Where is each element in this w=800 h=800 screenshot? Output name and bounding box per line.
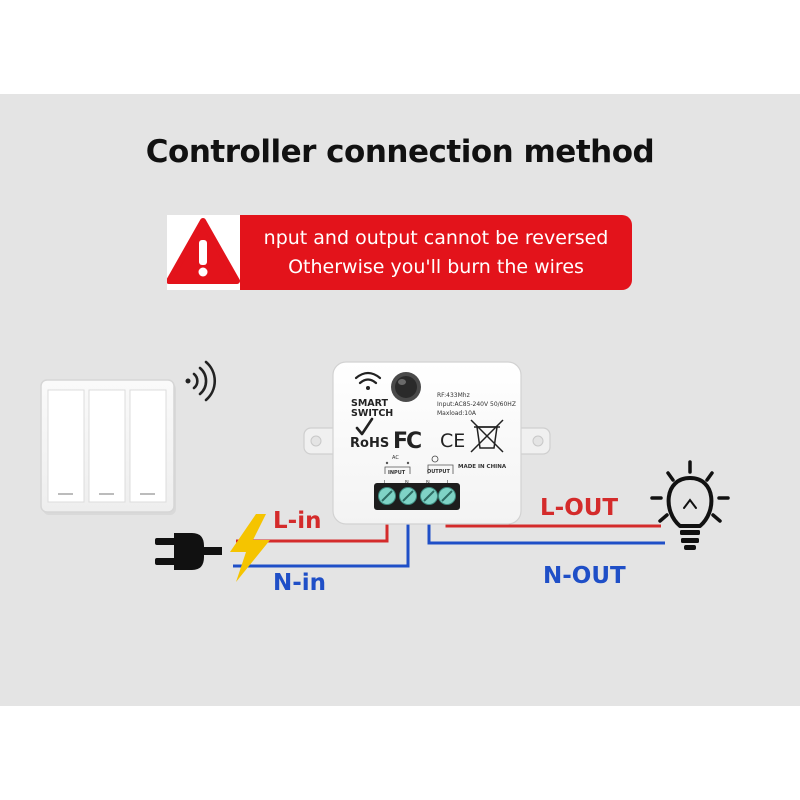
light-bulb-icon <box>650 460 730 550</box>
device-indicator-dots <box>385 461 410 465</box>
ce-mark: CE <box>440 430 465 452</box>
wall-switch-gang-2 <box>88 389 126 503</box>
output-label: OUTPUT <box>427 469 450 475</box>
fc-mark: FC <box>393 429 421 454</box>
made-in-label: MADE IN CHINA <box>458 464 507 470</box>
warning-text-line-2: Otherwise you'll burn the wires <box>288 256 584 278</box>
spec-maxload: Maxload:10A <box>437 410 477 417</box>
n-in-label: N-in <box>273 570 326 596</box>
lightning-bolt-icon <box>230 514 270 582</box>
input-bracket <box>384 466 411 474</box>
terminal-block <box>374 483 460 510</box>
weee-bin-icon <box>470 419 504 453</box>
smart-switch-module: SMART SWITCH RF:433Mhz Input:AC85-240V 5… <box>303 361 551 525</box>
lamp-symbol-icon <box>431 455 439 463</box>
wall-switch-gang-3 <box>129 389 167 503</box>
power-plug-icon <box>155 533 222 570</box>
warning-banner: nput and output cannot be reversed Other… <box>167 215 632 290</box>
spec-input: Input:AC85-240V 50/60HZ <box>437 401 516 408</box>
terminal-screw-1 <box>378 487 396 505</box>
l-in-label: L-in <box>273 508 321 534</box>
spec-rf: RF:433Mhz <box>437 392 470 399</box>
wifi-icon <box>354 371 382 390</box>
warning-triangle-icon <box>167 218 240 284</box>
input-label: INPUT <box>388 470 406 476</box>
ac-label: AC <box>392 455 399 461</box>
terminal-screw-3 <box>420 487 438 505</box>
radio-signal-icon <box>185 360 216 402</box>
rohs-mark: RoHS <box>350 436 389 451</box>
terminal-screw-2 <box>399 487 417 505</box>
page-title: Controller connection method <box>145 134 655 170</box>
output-bracket <box>427 464 454 474</box>
wall-switch-icon <box>40 379 176 515</box>
warning-icon-box <box>167 215 240 290</box>
warning-text-line-1: nput and output cannot be reversed <box>263 227 609 249</box>
device-label-line-1: SMART <box>351 398 389 409</box>
wall-switch-gang-1 <box>47 389 85 503</box>
device-button[interactable] <box>391 372 421 402</box>
l-out-label: L-OUT <box>540 495 618 521</box>
device-label-line-2: SWITCH <box>351 408 393 419</box>
n-out-label: N-OUT <box>543 563 626 589</box>
checkmark-icon <box>355 417 374 436</box>
terminal-screw-4 <box>438 487 456 505</box>
